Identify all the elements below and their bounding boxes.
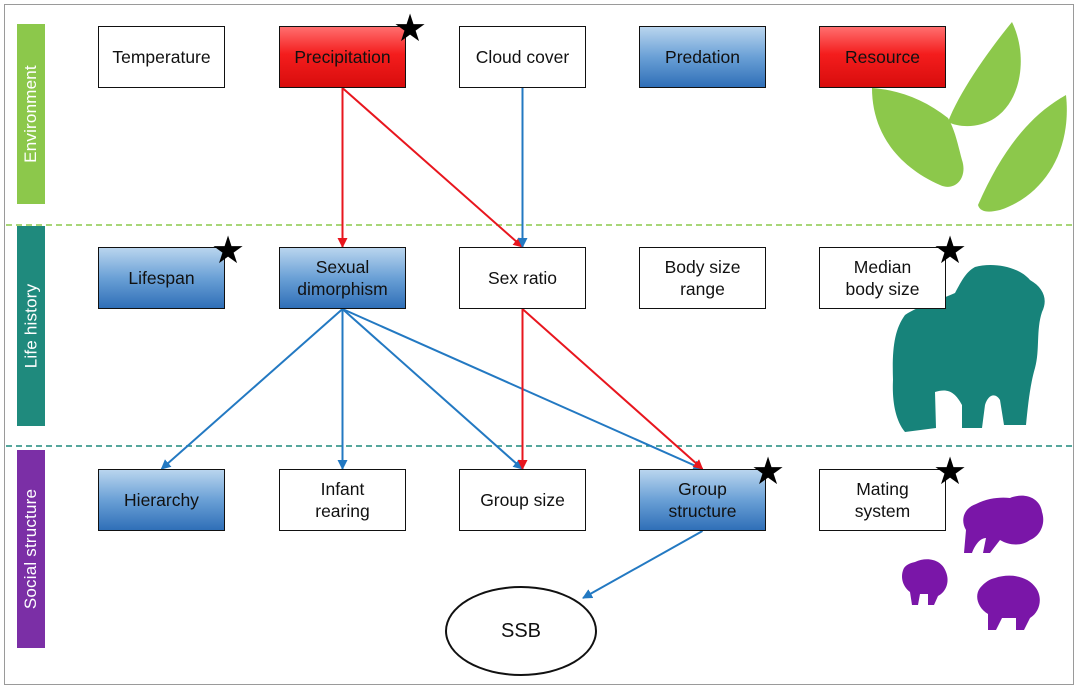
node-ssb: SSB [445,586,597,676]
ssb-label: SSB [500,619,542,642]
node-label: Mating system [854,479,911,521]
node-sexual-dimorphism: Sexual dimorphism [279,247,406,309]
node-label: Cloud cover [475,47,570,67]
band-social-structure: Social structure [17,450,45,648]
node-label: Hierarchy [124,490,199,510]
node-label: Infant rearing [315,479,370,521]
node-label: Sexual dimorphism [297,257,388,299]
node-resource: Resource [819,26,946,88]
node-cloud-cover: Cloud cover [459,26,586,88]
arrow-precipitation-to-sex-ratio [341,87,524,248]
star-icon: ★ [933,228,968,272]
monkey-icon [902,495,1044,630]
node-precipitation: Precipitation [279,26,406,88]
node-label: Sex ratio [487,268,558,288]
node-label: Group size [480,490,565,510]
band-life-history: Life history [17,226,45,426]
node-label: Body size range [664,257,741,299]
leaves-icon [872,22,1067,212]
star-icon: ★ [751,449,786,493]
node-predation: Predation [639,26,766,88]
node-body-size-range: Body size range [639,247,766,309]
star-icon: ★ [393,6,428,50]
node-lifespan: Lifespan [98,247,225,309]
star-icon: ★ [211,228,246,272]
node-label: Lifespan [128,268,195,288]
node-label: Precipitation [294,47,391,67]
node-sex-ratio: Sex ratio [459,247,586,309]
star-icon: ★ [933,449,968,493]
node-label: Temperature [112,47,211,67]
band-environment: Environment [17,24,45,204]
arrow-sex-ratio-to-group-structure [521,308,704,470]
node-mating-system: Mating system [819,469,946,531]
node-infant-rearing: Infant rearing [279,469,406,531]
arrow-sexual-dimorphism-to-hierarchy [160,308,344,470]
node-group-structure: Group structure [639,469,766,531]
node-label: Group structure [668,479,737,521]
arrow-group-structure-to-ssb [582,530,703,599]
node-temperature: Temperature [98,26,225,88]
node-hierarchy: Hierarchy [98,469,225,531]
node-label: Median body size [845,257,920,299]
node-label: Predation [665,47,740,67]
arrow-sexual-dimorphism-to-group-size [341,308,524,470]
edge-layer [160,87,704,599]
node-group-size: Group size [459,469,586,531]
node-median-body-size: Median body size [819,247,946,309]
node-label: Resource [845,47,920,67]
